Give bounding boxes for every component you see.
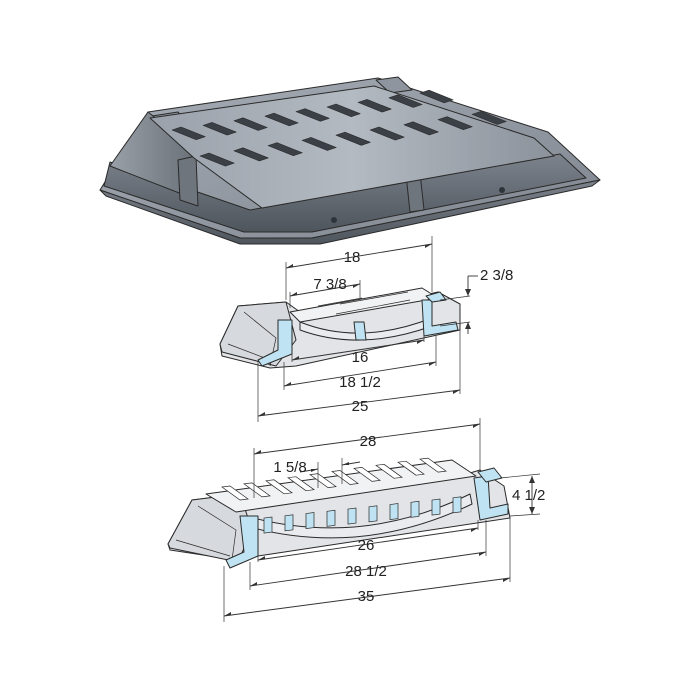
large-slot xyxy=(287,476,315,492)
dim-small-top-length: 18 xyxy=(344,249,361,266)
dim-large-frame-span: 28 1/2 xyxy=(345,563,387,580)
large-slot xyxy=(331,470,359,485)
large-dimensions: 28 1 5/8 4 1/2 26 28 1/2 35 xyxy=(223,418,545,622)
frame-front-skirt xyxy=(99,179,601,245)
large-slot xyxy=(419,457,447,473)
dim-small-height: 2 3/8 xyxy=(480,267,513,284)
large-rib-section xyxy=(410,500,420,518)
grate-slot xyxy=(369,126,405,141)
large-slot xyxy=(397,460,425,476)
grate-slot xyxy=(199,152,235,167)
large-slot xyxy=(375,463,403,479)
grate-slot xyxy=(171,126,206,140)
grate-slot xyxy=(295,108,330,122)
grate-slot xyxy=(335,131,371,146)
grate-slot xyxy=(437,116,473,131)
grate-3d-render xyxy=(99,76,601,245)
small-section-center xyxy=(353,321,367,341)
large-rib-section xyxy=(305,512,315,529)
grate-slot xyxy=(471,111,507,125)
large-rib-section xyxy=(452,496,462,514)
section-large xyxy=(167,457,511,569)
large-grate-slots xyxy=(221,457,447,501)
large-rib-section xyxy=(368,505,378,523)
large-rib-section xyxy=(431,498,441,516)
grate-slot xyxy=(357,99,392,113)
grate-slot xyxy=(326,103,361,117)
bolt-hole-front xyxy=(331,217,337,223)
grate-slot xyxy=(264,112,299,127)
small-section-left xyxy=(257,319,293,367)
dim-large-height: 4 1/2 xyxy=(512,487,545,504)
large-grate-top xyxy=(205,459,477,513)
dim-large-slot-pitch: 1 5/8 xyxy=(273,459,306,476)
dim-large-inner-span: 26 xyxy=(358,537,375,554)
grate-plate xyxy=(149,85,555,209)
large-rib-section xyxy=(284,514,294,532)
grate-slots xyxy=(171,89,507,167)
frame-tab-right xyxy=(375,76,413,94)
dim-large-overall: 35 xyxy=(358,588,375,605)
large-grate-underside xyxy=(245,493,473,539)
dim-small-inner-span: 16 xyxy=(352,349,369,366)
bolt-hole-right xyxy=(499,187,505,193)
large-rib-section xyxy=(263,516,273,534)
grate-slot xyxy=(403,121,439,136)
large-rib-section xyxy=(347,507,357,525)
large-slot xyxy=(353,467,381,482)
large-grate-ribs xyxy=(263,496,462,534)
frame-rib-left xyxy=(177,155,199,207)
section-small xyxy=(219,287,461,369)
small-dimensions: 18 7 3/8 2 3/8 16 18 1/2 25 xyxy=(257,236,513,422)
dim-large-top-length: 28 xyxy=(360,433,377,450)
grate-slot xyxy=(419,89,454,104)
grate-slot xyxy=(301,137,337,151)
dim-small-overall: 25 xyxy=(352,398,369,415)
grate-slot xyxy=(267,142,303,157)
large-rib-section xyxy=(389,503,399,520)
large-slot xyxy=(243,482,271,498)
large-slot xyxy=(221,485,249,501)
grate-slot xyxy=(233,147,269,162)
grate-slot xyxy=(233,117,268,131)
large-section-left xyxy=(225,515,259,569)
grate-slot xyxy=(202,122,237,136)
large-slot xyxy=(265,479,293,495)
dim-small-slot-pitch: 7 3/8 xyxy=(313,276,346,293)
large-rib-section xyxy=(326,509,336,527)
grate-slot xyxy=(388,94,423,108)
dim-small-frame-span: 18 1/2 xyxy=(339,374,381,391)
